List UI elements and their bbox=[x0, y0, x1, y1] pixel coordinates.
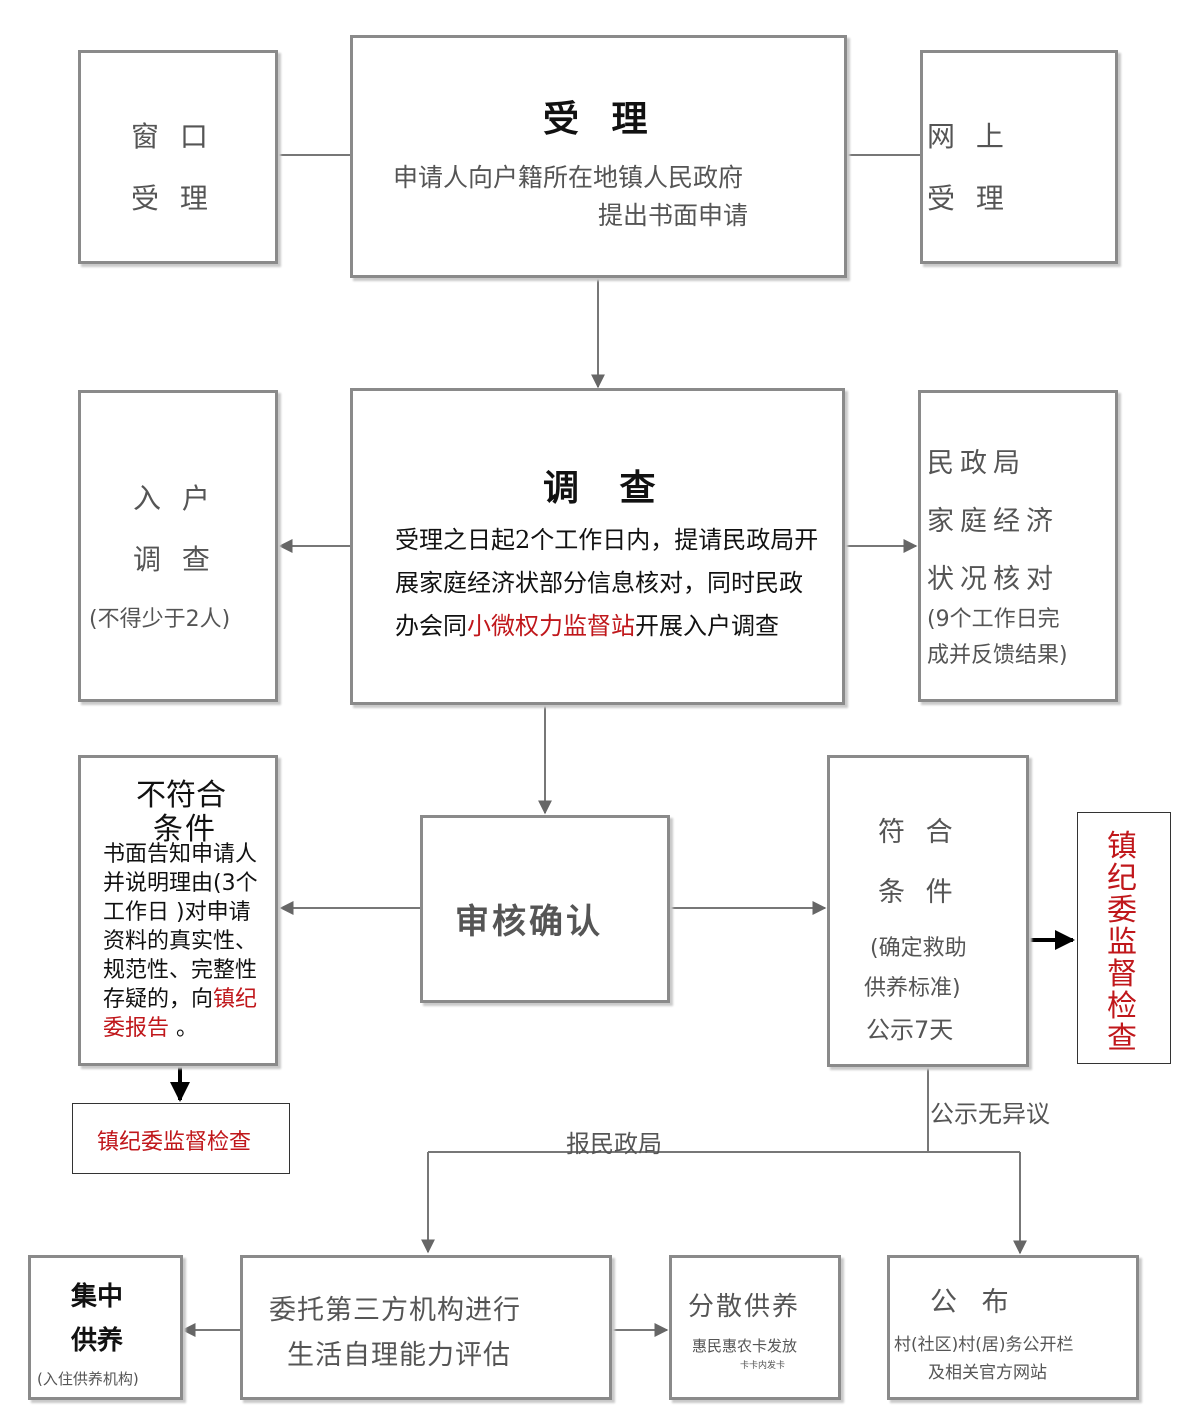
civil-bureau-line3: 状况核对 bbox=[927, 564, 1059, 595]
dispersed-line1: 分散供养 bbox=[688, 1292, 801, 1322]
investigate-text-red: 小微权力监督站 bbox=[467, 612, 635, 640]
civil-bureau-line4: (9个工作日完 bbox=[927, 607, 1060, 632]
accept-box: 受 理 申请人向户籍所在地镇人民政府 提出书面申请 bbox=[350, 35, 847, 278]
centralized-line3: (入住供养机构) bbox=[37, 1370, 139, 1388]
qualified-box: 符 合 条 件 (确定救助 供养标准) 公示7天 bbox=[827, 755, 1029, 1067]
centralized-line2: 供养 bbox=[71, 1326, 124, 1356]
civil-bureau-line5: 成并反馈结果) bbox=[927, 643, 1068, 668]
home-visit-line3: (不得少于2人) bbox=[89, 607, 231, 632]
publish-line2: 村(社区)村(居)务公开栏 bbox=[894, 1335, 1074, 1355]
not-qualified-title1: 不符合 bbox=[136, 778, 226, 813]
third-party-line2: 生活自理能力评估 bbox=[287, 1340, 511, 1371]
online-accept-line1: 网 上 bbox=[927, 120, 1010, 153]
town-discipline-right-box: 镇纪委监督检查 bbox=[1077, 812, 1171, 1064]
not-qualified-text-red: 镇纪委报告 bbox=[103, 987, 258, 1041]
not-qualified-box: 不符合 条件 书面告知申请人并说明理由(3个工作日 )对申请资料的真实性、规范性… bbox=[78, 755, 278, 1066]
not-qualified-title2: 条件 bbox=[153, 812, 217, 847]
home-visit-line2: 调 查 bbox=[133, 543, 216, 576]
third-party-box: 委托第三方机构进行 生活自理能力评估 bbox=[240, 1255, 612, 1400]
accept-title: 受 理 bbox=[543, 99, 658, 140]
qualified-line4: 供养标准) bbox=[864, 976, 961, 1001]
edge-label-report-bureau: 报民政局 bbox=[566, 1130, 662, 1158]
accept-line2: 提出书面申请 bbox=[598, 201, 749, 230]
centralized-box: 集中 供养 (入住供养机构) bbox=[28, 1255, 183, 1400]
qualified-line5: 公示7天 bbox=[866, 1016, 954, 1044]
review-label: 审核确认 bbox=[455, 902, 603, 942]
edge-label-no-objection: 公示无异议 bbox=[930, 1100, 1050, 1128]
not-qualified-text: 书面告知申请人并说明理由(3个工作日 )对申请资料的真实性、规范性、完整性存疑的… bbox=[103, 840, 263, 1043]
home-visit-box: 入 户 调 查 (不得少于2人) bbox=[78, 390, 278, 702]
qualified-line1: 符 合 bbox=[878, 817, 959, 848]
third-party-line1: 委托第三方机构进行 bbox=[269, 1295, 521, 1326]
town-discipline-right-label: 镇纪委监督检查 bbox=[1107, 829, 1137, 1056]
accept-line1: 申请人向户籍所在地镇人民政府 bbox=[393, 163, 744, 192]
qualified-line2: 条 件 bbox=[878, 877, 959, 908]
not-qualified-text-part2: 。 bbox=[169, 1016, 199, 1041]
investigate-text-part1: 受理之日起2个工作日内，提请民政局开展家庭经济状部分信息核对，同时民政办会同 bbox=[395, 526, 819, 640]
dispersed-line2: 惠民惠农卡发放 bbox=[692, 1337, 798, 1355]
investigate-box: 调 查 受理之日起2个工作日内，提请民政局开展家庭经济状部分信息核对，同时民政办… bbox=[350, 388, 845, 705]
town-discipline-left-label: 镇纪委监督检查 bbox=[97, 1130, 252, 1155]
window-accept-line1: 窗 口 bbox=[131, 120, 214, 153]
investigate-title: 调 查 bbox=[543, 468, 670, 509]
window-accept-box: 窗 口 受 理 bbox=[78, 50, 278, 264]
dispersed-box: 分散供养 惠民惠农卡发放 卡卡内发卡 bbox=[669, 1255, 841, 1400]
dispersed-line3: 卡卡内发卡 bbox=[740, 1361, 786, 1371]
not-qualified-text-part1: 书面告知申请人并说明理由(3个工作日 )对申请资料的真实性、规范性、完整性存疑的… bbox=[103, 842, 258, 1012]
civil-bureau-line2: 家庭经济 bbox=[927, 506, 1059, 537]
civil-bureau-line1: 民政局 bbox=[927, 448, 1026, 479]
publish-line3: 及相关官方网站 bbox=[928, 1363, 1047, 1383]
qualified-line3: (确定救助 bbox=[870, 936, 967, 961]
centralized-line1: 集中 bbox=[71, 1282, 124, 1312]
publish-box: 公 布 村(社区)村(居)务公开栏 及相关官方网站 bbox=[887, 1255, 1139, 1400]
window-accept-line2: 受 理 bbox=[131, 182, 214, 215]
online-accept-box: 网 上 受 理 bbox=[920, 50, 1118, 264]
home-visit-line1: 入 户 bbox=[133, 482, 216, 515]
publish-line1: 公 布 bbox=[930, 1287, 1017, 1318]
review-box: 审核确认 bbox=[420, 815, 670, 1003]
investigate-text-part2: 开展入户调查 bbox=[635, 612, 779, 640]
investigate-text: 受理之日起2个工作日内，提请民政局开展家庭经济状部分信息核对，同时民政办会同小微… bbox=[395, 519, 825, 648]
civil-bureau-box: 民政局 家庭经济 状况核对 (9个工作日完 成并反馈结果) bbox=[918, 390, 1118, 702]
town-discipline-left-box: 镇纪委监督检查 bbox=[72, 1103, 290, 1174]
online-accept-line2: 受 理 bbox=[927, 182, 1010, 215]
